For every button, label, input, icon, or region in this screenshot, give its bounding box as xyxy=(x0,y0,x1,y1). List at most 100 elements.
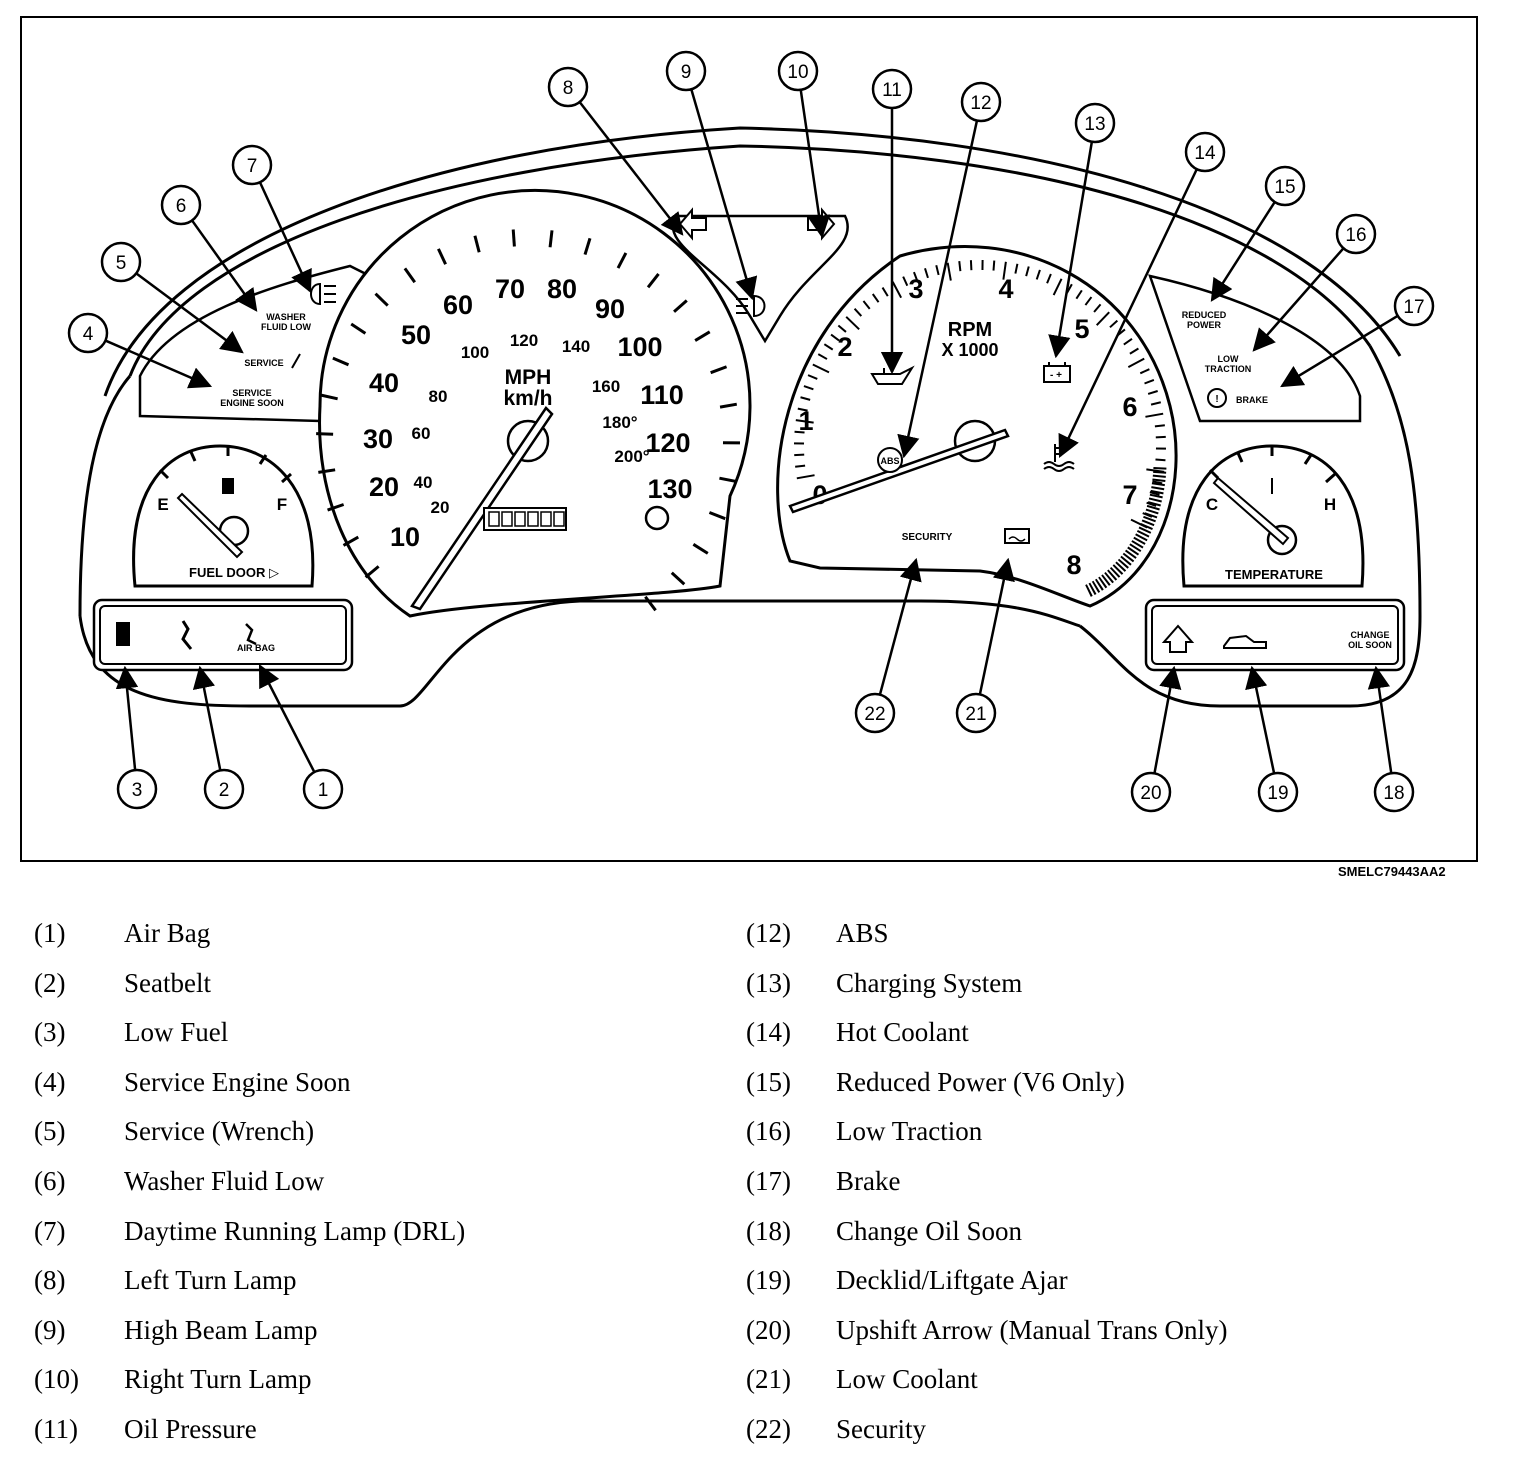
callout-number: 4 xyxy=(83,324,94,345)
tachometer-tick xyxy=(795,419,814,424)
mph-tick-label: 110 xyxy=(640,380,684,410)
legend-item: (14)Hot Coolant xyxy=(746,1017,1466,1067)
legend-item: (15)Reduced Power (V6 Only) xyxy=(746,1067,1466,1117)
callout-5: 5 xyxy=(100,241,142,283)
tachometer-tick xyxy=(1155,458,1166,462)
callout-leader-line xyxy=(1058,168,1198,459)
callout-6: 6 xyxy=(160,184,202,226)
speedometer-tick xyxy=(473,235,481,253)
callout-circle xyxy=(231,144,273,186)
mph-tick-label: 60 xyxy=(443,290,473,320)
tachometer-tick xyxy=(1046,273,1052,284)
callout-leader-line xyxy=(1048,141,1094,359)
callout-circle xyxy=(1074,102,1116,144)
callout-circle xyxy=(777,50,819,92)
rpm-tick-label: 6 xyxy=(1122,392,1137,422)
legend-item: (11)Oil Pressure xyxy=(34,1414,694,1464)
tachometer-tick xyxy=(1093,303,1102,313)
legend-item-number: (13) xyxy=(746,967,791,998)
callout-circle xyxy=(1373,771,1415,813)
callout-leader-line xyxy=(104,339,213,389)
right-warning-panel: REDUCED POWER LOW TRACTION ! BRAKE xyxy=(1182,310,1268,408)
callout-leader-line xyxy=(799,89,831,239)
mph-tick-label: 40 xyxy=(369,368,399,398)
callout-number: 21 xyxy=(965,704,986,725)
callout-leader-line xyxy=(1367,665,1393,774)
callout-number: 2 xyxy=(219,780,230,801)
tachometer-tick xyxy=(1002,261,1007,280)
legend-item: (6)Washer Fluid Low xyxy=(34,1166,694,1216)
callout-number: 11 xyxy=(882,80,902,101)
legend-left-column: (1)Air Bag(2)Seatbelt(3)Low Fuel(4)Servi… xyxy=(34,918,694,1464)
washer-fluid-label-line2: FLUID LOW xyxy=(261,322,311,332)
temperature-label: TEMPERATURE xyxy=(1225,567,1323,582)
mph-tick-label: 30 xyxy=(363,424,393,454)
fuel-gauge: E F FUEL DOOR ▷ xyxy=(132,444,315,588)
callout-9: 9 xyxy=(665,50,707,92)
speedometer-tick xyxy=(342,535,360,547)
tachometer-tick xyxy=(1146,501,1157,507)
brake-icon xyxy=(1207,388,1227,408)
speedometer-tick xyxy=(694,330,711,342)
legend-item-number: (19) xyxy=(746,1265,791,1296)
kmh-tick-label: 80 xyxy=(429,387,448,406)
tachometer-tick xyxy=(797,407,808,412)
callout-7: 7 xyxy=(231,144,273,186)
tachometer-tick xyxy=(796,474,815,480)
tachometer-tick xyxy=(823,343,834,351)
reduced-power-label-line1: REDUCED xyxy=(1182,310,1227,320)
tachometer-tick xyxy=(935,264,940,276)
speedometer-tick xyxy=(332,356,350,367)
callout-number: 3 xyxy=(132,780,143,801)
callout-circle xyxy=(1130,771,1172,813)
legend-item-name: Service (Wrench) xyxy=(124,1116,315,1147)
speedometer-tick xyxy=(583,237,592,255)
brake-label: BRAKE xyxy=(1236,395,1268,405)
legend-item-name: Low Coolant xyxy=(836,1364,978,1395)
legend-item: (16)Low Traction xyxy=(746,1116,1466,1166)
legend-item: (18)Change Oil Soon xyxy=(746,1216,1466,1266)
tachometer-tick xyxy=(1150,401,1162,406)
callout-number: 17 xyxy=(1403,297,1424,318)
tachometer-tick xyxy=(1149,491,1160,496)
legend-item-number: (11) xyxy=(34,1413,78,1444)
fuel-needle xyxy=(176,492,244,559)
legend-right-column: (12)ABS(13)Charging System(14)Hot Coolan… xyxy=(746,918,1466,1464)
battery-icon xyxy=(1043,362,1071,383)
decklid-ajar-icon xyxy=(1223,634,1267,649)
callout-number: 13 xyxy=(1084,114,1105,135)
legend-item-name: Decklid/Liftgate Ajar xyxy=(836,1265,1068,1296)
rpm-tick-label: 2 xyxy=(837,332,852,362)
kmh-tick-label: 200° xyxy=(614,447,649,466)
fuel-full-label: F xyxy=(277,495,287,514)
rpm-tick-label: 1 xyxy=(798,406,813,436)
rpm-tick-label: 8 xyxy=(1066,550,1081,580)
speedometer-tick xyxy=(318,468,336,474)
tachometer-tick xyxy=(1129,347,1139,355)
tachometer-tick xyxy=(803,385,814,391)
legend-item-number: (12) xyxy=(746,918,791,948)
fuel-door-label: FUEL DOOR ▷ xyxy=(189,565,279,580)
callout-circle xyxy=(160,184,202,226)
callout-leader-line xyxy=(1210,201,1276,302)
temp-needle xyxy=(1212,476,1290,546)
callout-circle xyxy=(547,66,589,108)
tachometer-tick xyxy=(946,262,952,281)
callout-12: 12 xyxy=(960,81,1002,123)
kmh-tick-label: 140 xyxy=(562,337,590,356)
callout-number: 15 xyxy=(1274,177,1295,198)
callout-leader-line xyxy=(1252,247,1345,352)
tachometer-tick xyxy=(1123,337,1133,346)
callout-number: 20 xyxy=(1140,783,1161,804)
speedometer-tick xyxy=(316,432,334,436)
kmh-tick-label: 40 xyxy=(414,473,433,492)
legend-item: (3)Low Fuel xyxy=(34,1017,694,1067)
callout-leaders xyxy=(104,88,1399,774)
legend-item: (4)Service Engine Soon xyxy=(34,1067,694,1117)
callout-circle xyxy=(100,241,142,283)
legend-item-name: Low Fuel xyxy=(124,1017,229,1048)
callout-circle xyxy=(1184,131,1226,173)
rpm-tick-label: 3 xyxy=(908,274,923,304)
legend-item: (9)High Beam Lamp xyxy=(34,1315,694,1365)
